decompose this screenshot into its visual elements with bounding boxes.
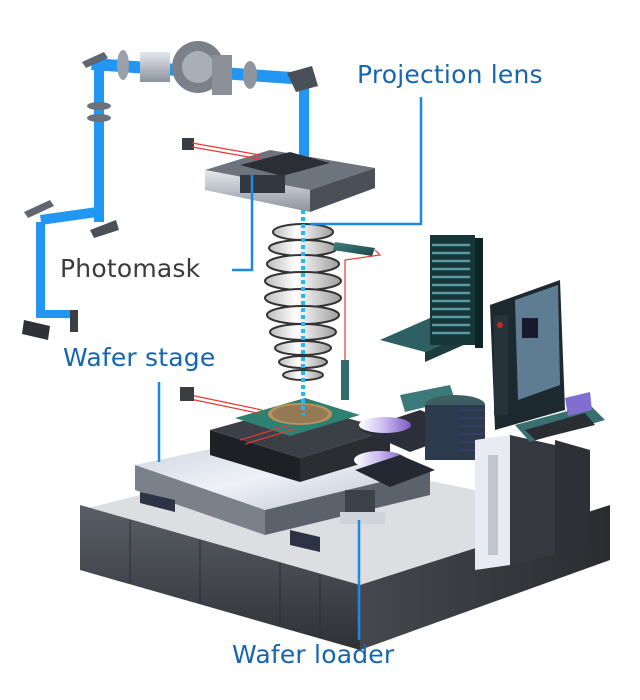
control-monitor	[490, 280, 565, 430]
optical-components	[22, 41, 318, 340]
wafer-chuck	[180, 387, 390, 482]
photomask-stage	[182, 138, 375, 212]
photomask-leader	[232, 175, 254, 272]
label-wafer-loader: Wafer loader	[232, 640, 395, 669]
wafer-cassette-tower	[380, 235, 483, 362]
leader-lines	[157, 97, 423, 640]
watermark-fade-overlay	[405, 660, 640, 700]
label-projection-lens: Projection lens	[357, 60, 543, 89]
projection-lens-column	[264, 210, 382, 415]
label-photomask: Photomask	[60, 254, 201, 283]
label-wafer-stage: Wafer stage	[63, 343, 216, 372]
control-keyboard	[515, 392, 605, 442]
support-frame	[475, 435, 590, 570]
projection-lens-leader	[310, 97, 423, 226]
